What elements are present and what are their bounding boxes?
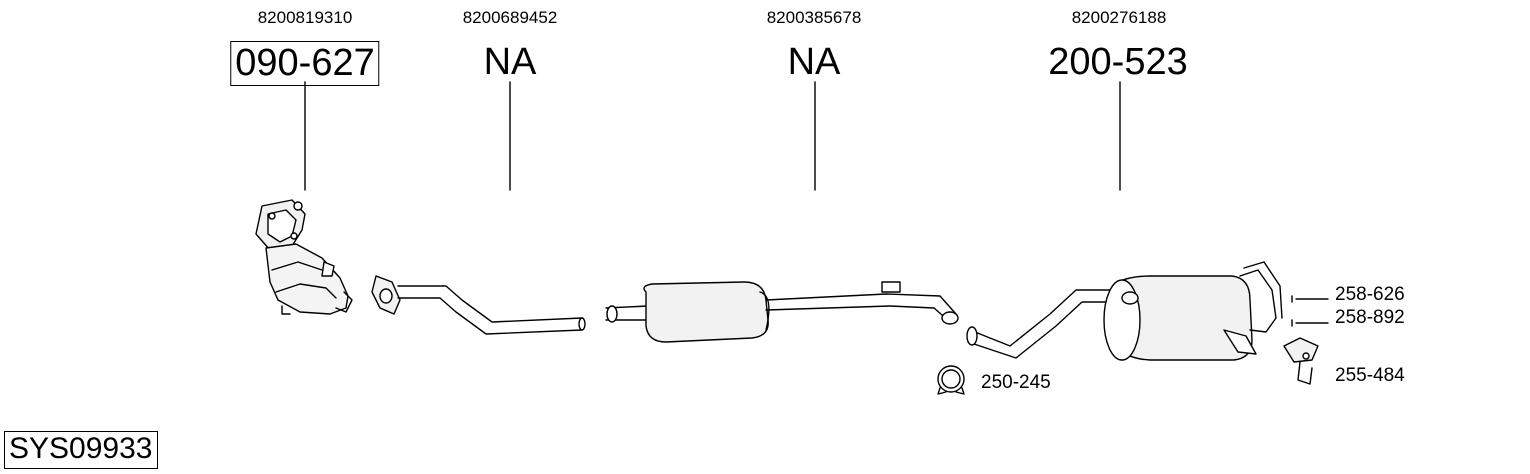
part-2-oem-number: 8200689452	[462, 8, 558, 27]
catalytic-converter-drawing	[255, 199, 353, 315]
accessory-label-bolt-2[interactable]: 258-892	[1335, 307, 1405, 328]
bolt-icon-2	[1291, 319, 1329, 327]
rear-silencer-drawing	[966, 261, 1283, 361]
part-1-code[interactable]: 090-627	[230, 41, 380, 86]
part-1-oem-number: 8200819310	[257, 8, 353, 27]
accessory-label-bolt-1[interactable]: 258-626	[1335, 284, 1405, 305]
bolt-icon-1	[1291, 295, 1329, 303]
part-3-oem-number: 8200385678	[766, 8, 862, 27]
centre-silencer-drawing	[605, 281, 959, 343]
accessory-label-clamp[interactable]: 250-245	[981, 372, 1051, 393]
part-3-code: NA	[787, 41, 841, 83]
part-2-code: NA	[483, 41, 537, 83]
front-pipe-drawing	[371, 275, 586, 335]
part-4-oem-number: 8200276188	[1071, 8, 1167, 27]
mounting-bracket-icon	[1283, 337, 1319, 385]
part-4-code[interactable]: 200-523	[1048, 41, 1188, 83]
accessory-label-mounting[interactable]: 255-484	[1335, 365, 1405, 386]
system-code: SYS09933	[4, 431, 159, 469]
pipe-clamp-icon	[937, 365, 965, 395]
